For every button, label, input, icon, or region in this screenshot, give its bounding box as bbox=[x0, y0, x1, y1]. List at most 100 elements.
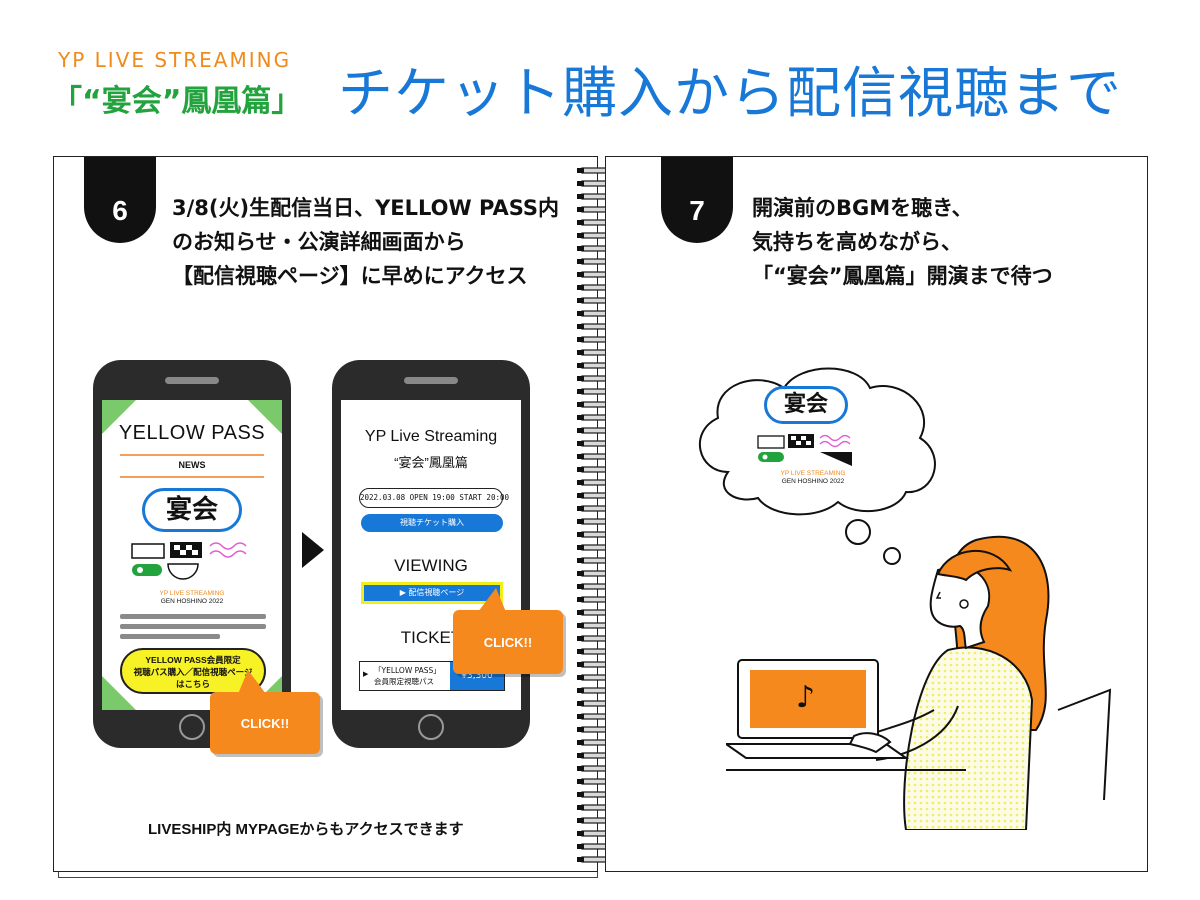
binding-hole bbox=[577, 662, 584, 667]
binding-hole bbox=[577, 610, 584, 615]
binding-hole bbox=[577, 545, 584, 550]
binding-hole bbox=[577, 415, 584, 420]
binding-hole bbox=[577, 220, 584, 225]
phone-yellow-pass: YELLOW PASS NEWS 宴会 YP LIVE STREAMING GE… bbox=[93, 360, 291, 748]
click-callout: CLICK!! bbox=[210, 692, 320, 754]
stream-subtitle: “宴会”鳳凰篇 bbox=[394, 455, 468, 470]
binding-hole bbox=[577, 402, 584, 407]
logo-text: 宴会 bbox=[165, 495, 218, 525]
brand-subtitle: YP LIVE STREAMING bbox=[58, 48, 292, 72]
binding-hole bbox=[577, 298, 584, 303]
binding-hole bbox=[577, 233, 584, 238]
step-number: 7 bbox=[689, 195, 705, 226]
music-note-icon: ♪ bbox=[796, 680, 816, 715]
binding-hole bbox=[577, 623, 584, 628]
binding-hole bbox=[577, 818, 584, 823]
binding-hole bbox=[577, 168, 584, 173]
binding-hole bbox=[577, 714, 584, 719]
text-placeholder-line bbox=[120, 634, 220, 639]
ticket-label-line: 会員限定視聴パス bbox=[374, 677, 434, 686]
binding-hole bbox=[577, 792, 584, 797]
step-tab-7: 7 bbox=[661, 157, 733, 243]
binding-hole bbox=[577, 272, 584, 277]
binding-hole bbox=[577, 675, 584, 680]
callout-pointer bbox=[238, 670, 266, 694]
binding-hole bbox=[577, 571, 584, 576]
binding-hole bbox=[577, 805, 584, 810]
binding-hole bbox=[577, 727, 584, 732]
viewing-button-label: 配信視聴ページ bbox=[408, 588, 465, 597]
bubble-event-logo: 宴会 bbox=[764, 386, 848, 424]
member-button-line: 視聴パス購入／配信視聴ページ bbox=[133, 667, 253, 677]
binding-hole bbox=[577, 584, 584, 589]
phone-screen: YP Live Streaming “宴会”鳳凰篇 2022.03.08 OPE… bbox=[341, 400, 521, 710]
play-icon: ▶ bbox=[363, 670, 369, 678]
member-button-line: YELLOW PASS会員限定 bbox=[145, 655, 241, 665]
binding-hole bbox=[577, 857, 584, 862]
binding-hole bbox=[577, 441, 584, 446]
logo-text: 宴会 bbox=[783, 392, 828, 417]
buy-ticket-button[interactable]: 視聴チケット購入 bbox=[361, 514, 503, 532]
phone-speaker bbox=[165, 377, 219, 384]
member-access-button[interactable]: YELLOW PASS会員限定 視聴パス購入／配信視聴ページ はこちら bbox=[120, 648, 266, 694]
phone-live-streaming: YP Live Streaming “宴会”鳳凰篇 2022.03.08 OPE… bbox=[332, 360, 530, 748]
binding-hole bbox=[577, 779, 584, 784]
divider bbox=[120, 454, 264, 456]
binding-hole bbox=[577, 207, 584, 212]
binding-hole bbox=[577, 636, 584, 641]
text-placeholder-line bbox=[120, 624, 266, 629]
next-arrow-icon bbox=[302, 532, 324, 568]
binding-hole bbox=[577, 324, 584, 329]
binding-hole bbox=[577, 376, 584, 381]
viewing-page-button[interactable]: ▶ 配信視聴ページ bbox=[361, 582, 503, 604]
binding-hole bbox=[577, 454, 584, 459]
divider bbox=[120, 476, 264, 478]
thought-bubble bbox=[699, 367, 936, 565]
binding-hole bbox=[577, 740, 584, 745]
step-7-instructions: 開演前のBGMを聴き、 気持ちを高めながら、 「“宴会”鳳凰篇」開演まで待つ bbox=[752, 191, 1053, 293]
brand-title: 「“宴会”鳳凰篇」 bbox=[52, 84, 302, 119]
callout-pointer bbox=[478, 588, 506, 612]
app-title: YELLOW PASS bbox=[118, 422, 266, 444]
binding-hole bbox=[577, 597, 584, 602]
play-icon: ▶ bbox=[399, 588, 409, 597]
logo-caption: YP LIVE STREAMING bbox=[159, 590, 225, 597]
binding-hole bbox=[577, 701, 584, 706]
ticket-heading: TICKET bbox=[400, 628, 462, 647]
bubble-logo-graphic bbox=[757, 434, 852, 466]
binding-hole bbox=[577, 688, 584, 693]
binding-hole bbox=[577, 480, 584, 485]
logo-caption: YP LIVE STREAMING bbox=[780, 470, 846, 477]
binding-hole bbox=[577, 506, 584, 511]
home-button bbox=[179, 714, 205, 740]
phone-speaker bbox=[404, 377, 458, 384]
phone-screen: YELLOW PASS NEWS 宴会 YP LIVE STREAMING GE… bbox=[102, 400, 282, 710]
binding-hole bbox=[577, 649, 584, 654]
binding-hole bbox=[577, 285, 584, 290]
binding-hole bbox=[577, 467, 584, 472]
footer-note: LIVESHIP内 MYPAGEからもアクセスできます bbox=[148, 821, 464, 838]
page-title: チケット購入から配信視聴まで bbox=[338, 61, 1123, 125]
home-button bbox=[418, 714, 444, 740]
binding-hole bbox=[577, 350, 584, 355]
binding-hole bbox=[577, 246, 584, 251]
date-pill: 2022.03.08 OPEN 19:00 START 20:00 bbox=[359, 488, 509, 508]
stream-title: YP Live Streaming bbox=[364, 428, 498, 445]
binding-hole bbox=[577, 558, 584, 563]
instruction-line: 3/8(火)生配信当日、YELLOW PASS内 bbox=[172, 196, 560, 220]
binding-hole bbox=[577, 428, 584, 433]
instruction-line: 「“宴会”鳳凰篇」開演まで待つ bbox=[752, 264, 1053, 288]
viewing-heading: VIEWING bbox=[394, 556, 468, 575]
binding-hole bbox=[577, 363, 584, 368]
event-logo: 宴会 bbox=[142, 488, 242, 532]
instruction-line: のお知らせ・公演詳細画面から bbox=[172, 230, 466, 254]
news-label: NEWS bbox=[178, 460, 206, 470]
binding-hole bbox=[577, 337, 584, 342]
binding-hole bbox=[577, 389, 584, 394]
instruction-line: 【配信視聴ページ】に早めにアクセス bbox=[172, 264, 528, 288]
click-callout: CLICK!! bbox=[453, 610, 563, 674]
binding-hole bbox=[577, 493, 584, 498]
logo-caption: GEN HOSHINO 2022 bbox=[781, 478, 845, 485]
logo-caption: GEN HOSHINO 2022 bbox=[160, 598, 224, 605]
woman-with-laptop-illustration bbox=[726, 535, 1112, 830]
